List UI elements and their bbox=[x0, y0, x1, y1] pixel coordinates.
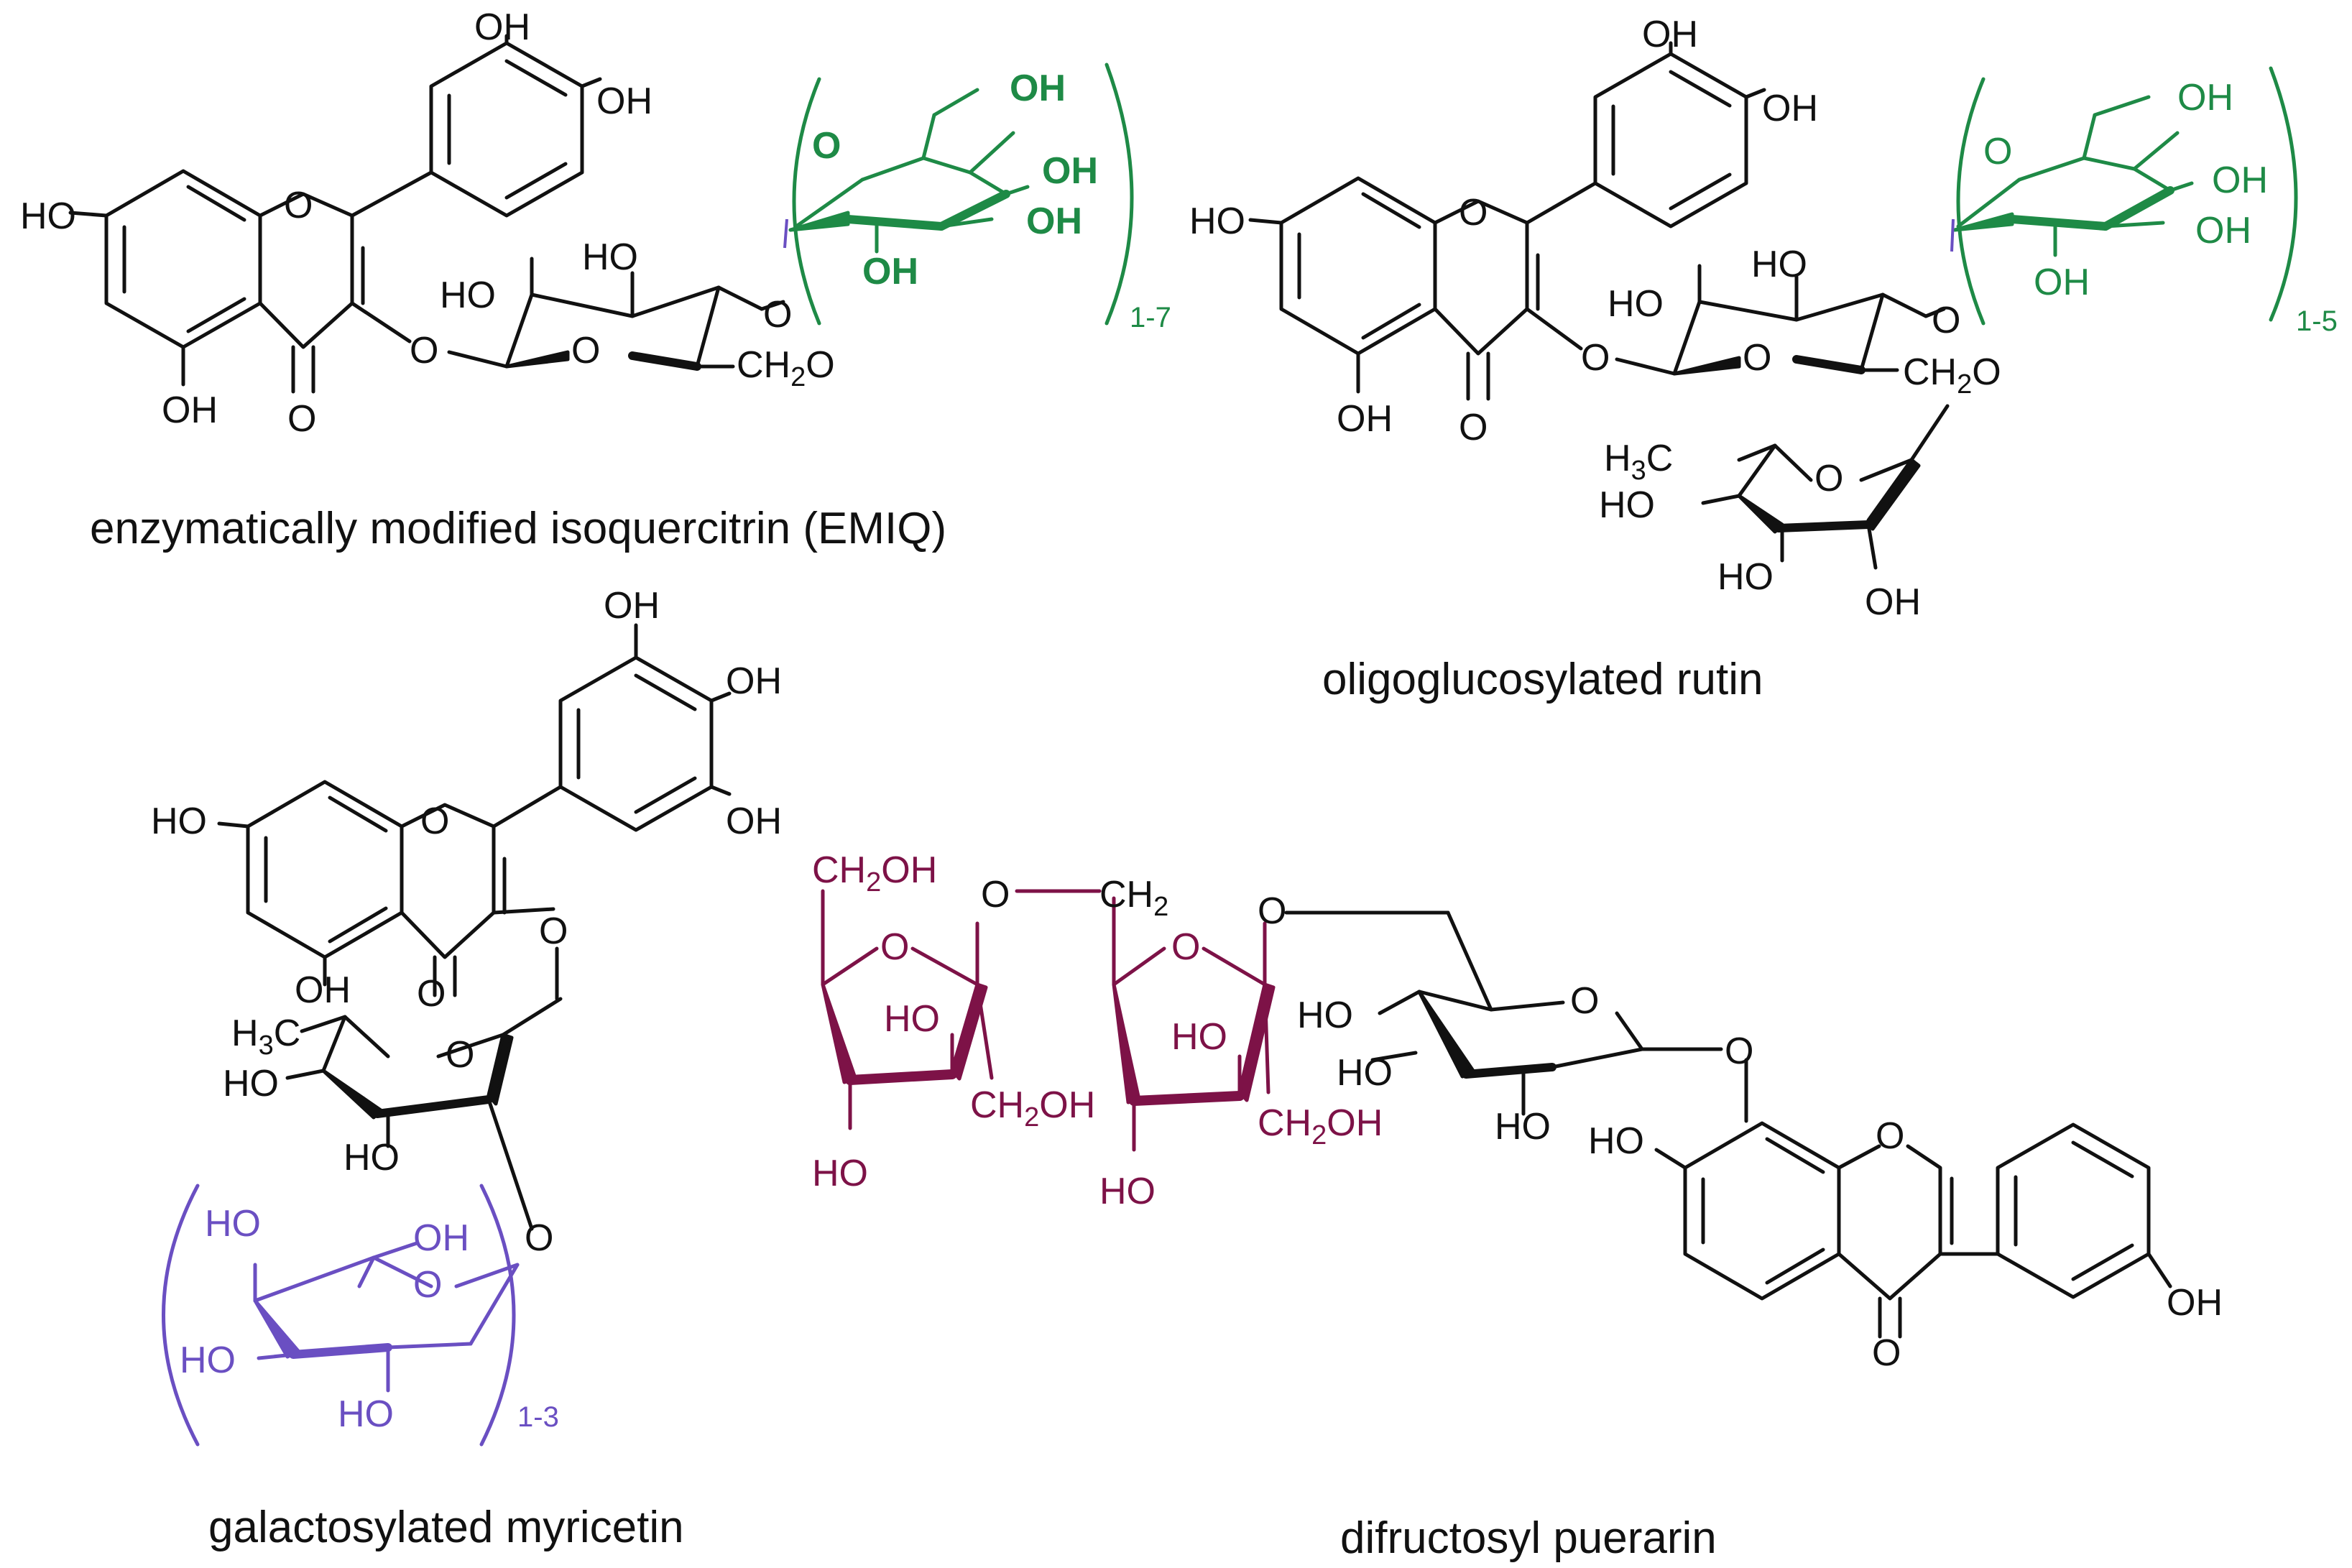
rutin-atom-label: O bbox=[1459, 407, 1488, 448]
rutin-link-bond bbox=[1950, 218, 1955, 252]
emiq-atom-label: OH bbox=[474, 6, 530, 48]
emiq-glucose-unit bbox=[788, 63, 1134, 326]
rutin-glucose-unit bbox=[1952, 66, 2298, 326]
myricetin-atom-label: O bbox=[525, 1217, 553, 1259]
emiq-atom-label: O bbox=[284, 185, 313, 226]
myricetin-atom-label: HO bbox=[205, 1203, 261, 1245]
puerarin-atom-label: O bbox=[1872, 1332, 1901, 1374]
emiq-atom-label: O bbox=[571, 330, 600, 372]
myricetin-atom-label: HO bbox=[343, 1137, 400, 1179]
puerarin-structure bbox=[1284, 910, 2172, 1339]
emiq-atom-label: OH bbox=[596, 80, 652, 122]
emiq-atom-label: OH bbox=[1026, 200, 1082, 242]
rutin-repeat-subscript: 1-5 bbox=[2296, 305, 2338, 337]
myricetin-galactose-unit bbox=[162, 1184, 520, 1447]
puerarin-atom-label: CH2 bbox=[1099, 874, 1168, 922]
puerarin-atom-label: HO bbox=[1495, 1106, 1551, 1148]
emiq-atom-label: OH bbox=[1010, 68, 1066, 109]
myricetin-structure bbox=[217, 623, 732, 1231]
emiq-atom-label: OH bbox=[1042, 150, 1098, 192]
rutin-atom-label: HO bbox=[1608, 283, 1664, 325]
puerarin-atom-label: O bbox=[1725, 1030, 1753, 1072]
puerarin-atom-label: HO bbox=[884, 998, 940, 1040]
rutin-atom-label: HO bbox=[1717, 556, 1774, 598]
myricetin-atom-label: HO bbox=[151, 801, 207, 842]
emiq-atom-label: O bbox=[763, 294, 792, 336]
puerarin-atom-label: HO bbox=[1337, 1052, 1393, 1094]
rutin-atom-label: O bbox=[1932, 300, 1960, 341]
rutin-atom-label: O bbox=[1743, 337, 1771, 379]
puerarin-atom-label: CH2OH bbox=[1258, 1102, 1383, 1150]
rutin-atom-label: CH2O bbox=[1903, 351, 2001, 400]
myricetin-caption: galactosylated myricetin bbox=[208, 1503, 684, 1552]
rutin-atom-label: HO bbox=[1751, 244, 1807, 285]
puerarin-atom-label: OH bbox=[2167, 1282, 2223, 1324]
rutin-atom-label: O bbox=[1814, 458, 1843, 499]
rutin-atom-label: OH bbox=[1642, 14, 1698, 55]
emiq-atom-label: HO bbox=[582, 236, 638, 278]
puerarin-atom-label: O bbox=[981, 874, 1010, 916]
rutin-atom-label: OH bbox=[2177, 77, 2233, 119]
emiq-atom-label: HO bbox=[440, 275, 496, 316]
myricetin-atom-label: OH bbox=[726, 660, 782, 702]
puerarin-atom-label: CH2OH bbox=[812, 849, 937, 898]
rutin-atom-label: O bbox=[1459, 192, 1488, 234]
puerarin-atom-label: HO bbox=[1297, 995, 1353, 1036]
emiq-atom-label: OH bbox=[162, 389, 218, 431]
rutin-atom-label: O bbox=[1581, 337, 1610, 379]
myricetin-atom-label: OH bbox=[413, 1217, 469, 1259]
rutin-atom-label: OH bbox=[2195, 210, 2251, 252]
puerarin-atom-label: CH2OH bbox=[970, 1084, 1095, 1133]
myricetin-atom-label: H3C bbox=[231, 1013, 300, 1061]
puerarin-atom-label: HO bbox=[1171, 1016, 1227, 1058]
myricetin-atom-label: O bbox=[413, 1264, 442, 1306]
rutin-atom-label: O bbox=[1983, 131, 2012, 172]
rutin-atom-label: OH bbox=[1337, 398, 1393, 440]
rutin-atom-label: HO bbox=[1189, 200, 1245, 242]
emiq-atom-label: O bbox=[287, 398, 316, 440]
rutin-atom-label: OH bbox=[1762, 88, 1818, 129]
puerarin-atom-label: O bbox=[1171, 926, 1200, 968]
puerarin-atom-label: O bbox=[1258, 890, 1286, 932]
rutin-atom-label: OH bbox=[2034, 262, 2090, 303]
rutin-caption: oligoglucosylated rutin bbox=[1322, 655, 1763, 704]
myricetin-atom-label: O bbox=[417, 973, 446, 1015]
emiq-link-bond bbox=[783, 218, 788, 249]
puerarin-atom-label: O bbox=[1876, 1115, 1904, 1157]
emiq-structure bbox=[68, 34, 785, 394]
rutin-atom-label: OH bbox=[1865, 581, 1921, 623]
emiq-atom-label: CH2O bbox=[737, 344, 835, 392]
emiq-atom-label: OH bbox=[862, 251, 918, 292]
emiq-repeat-subscript: 1-7 bbox=[1130, 302, 1171, 333]
rutin-atom-label: OH bbox=[2212, 160, 2268, 201]
myricetin-atom-label: HO bbox=[180, 1339, 236, 1381]
puerarin-caption: difructosyl puerarin bbox=[1340, 1513, 1717, 1563]
rutin-atom-label: H3C bbox=[1604, 438, 1673, 486]
emiq-caption: enzymatically modified isoquercitrin (EM… bbox=[90, 504, 947, 553]
myricetin-atom-label: OH bbox=[295, 969, 351, 1011]
emiq-atom-label: O bbox=[410, 330, 438, 372]
myricetin-atom-label: OH bbox=[726, 801, 782, 842]
puerarin-atom-label: HO bbox=[1099, 1171, 1156, 1212]
myricetin-atom-label: O bbox=[446, 1034, 474, 1076]
puerarin-atom-label: O bbox=[1570, 980, 1599, 1022]
rutin-structure bbox=[1248, 41, 1950, 570]
emiq-atom-label: HO bbox=[20, 195, 76, 237]
myricetin-atom-label: O bbox=[539, 910, 568, 952]
myricetin-atom-label: O bbox=[420, 801, 449, 842]
puerarin-fructose-units bbox=[821, 889, 1276, 1152]
emiq-atom-label: O bbox=[812, 125, 841, 167]
puerarin-atom-label: HO bbox=[1588, 1120, 1644, 1162]
myricetin-atom-label: OH bbox=[604, 585, 660, 627]
myricetin-atom-label: HO bbox=[338, 1393, 394, 1435]
rutin-atom-label: HO bbox=[1599, 484, 1655, 526]
puerarin-atom-label: O bbox=[880, 926, 909, 968]
puerarin-atom-label: HO bbox=[812, 1153, 868, 1194]
myricetin-atom-label: HO bbox=[223, 1063, 279, 1104]
myricetin-repeat-subscript: 1-3 bbox=[517, 1401, 559, 1433]
